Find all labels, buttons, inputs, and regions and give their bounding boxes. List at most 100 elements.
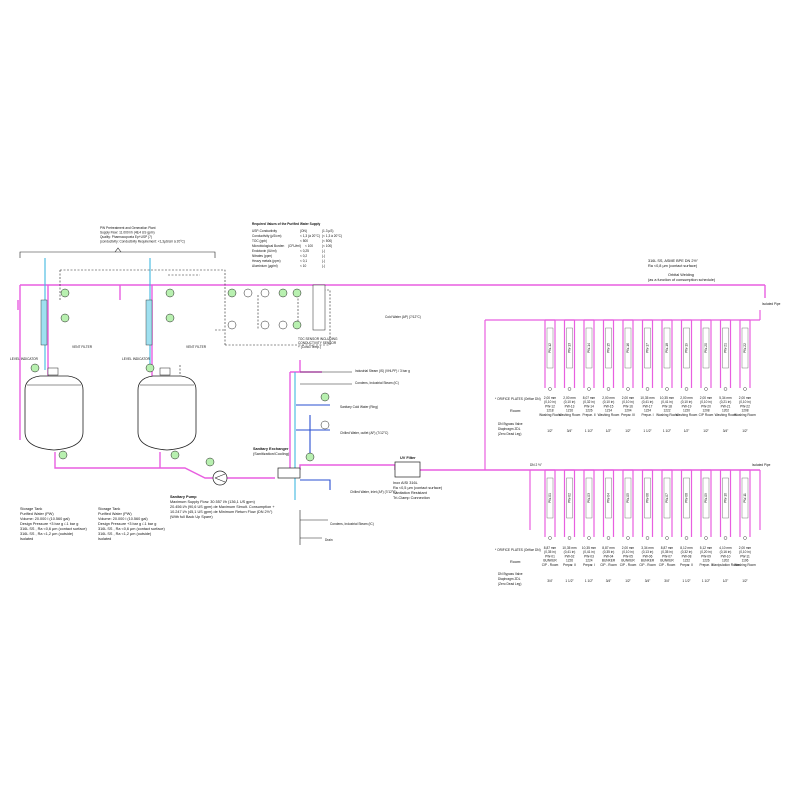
- chilled-in-label: Chilled Water, Inlet (AF) (7/12°C): [350, 490, 397, 494]
- valve-icon[interactable]: [704, 536, 708, 540]
- instrument-icon: [227, 320, 237, 330]
- tank1-line-2: Purified Water (PW): [20, 512, 54, 516]
- valve-icon[interactable]: [567, 536, 572, 540]
- valve-icon[interactable]: [743, 536, 747, 540]
- point-inch: (0,41 in): [583, 550, 595, 554]
- point-inch: (0,35 in): [661, 550, 673, 554]
- loop-pipe: [739, 319, 751, 388]
- required-values-table: Required Values of the Purified Water Su…: [252, 222, 342, 268]
- storage-tank-1[interactable]: LEVEL INDICATOR VENT FILTER: [10, 299, 93, 451]
- orbital-line-4: (as a function of consumption schedule): [648, 278, 716, 282]
- valve-icon[interactable]: [684, 387, 689, 391]
- valve-icon[interactable]: [665, 387, 669, 391]
- valve-icon[interactable]: [684, 536, 689, 540]
- valve-icon[interactable]: [723, 536, 728, 540]
- point-of-use-pw-10[interactable]: PW-104,10 mm(0,16 in)PW-101202Manipulati…: [712, 469, 740, 583]
- point-num: 1222: [683, 559, 690, 563]
- point-num: 1226: [585, 409, 592, 413]
- point-inch: (0,35 in): [544, 550, 556, 554]
- point-room: Washing Room: [656, 413, 678, 417]
- storage-tank-2[interactable]: LEVEL INDICATOR VENT FILTER: [122, 299, 207, 451]
- tag-box: [722, 327, 729, 369]
- point-num: BUNKER: [602, 559, 616, 563]
- hx-title: Sanitary Exchanger: [253, 447, 289, 451]
- point-size: 1 1/2": [565, 579, 573, 583]
- point-inch: (0,10 in): [603, 400, 615, 404]
- valve-icon[interactable]: [743, 387, 747, 391]
- req-row-8-v: < 10: [300, 264, 307, 268]
- valve-label-3: (Zero Dead Leg): [498, 432, 521, 436]
- valve-icon[interactable]: [548, 536, 552, 540]
- instrument-icon: [305, 452, 315, 462]
- tag-box: [585, 327, 593, 369]
- upper-point-labels: * ORIFICE PLATES (Orifice DN) Room: DN B…: [495, 397, 541, 436]
- room-label-upper: Room:: [510, 409, 521, 413]
- tank2-line-3: Volume: 20.000 l (10.560 gal): [98, 517, 148, 521]
- valve-icon[interactable]: [665, 536, 669, 540]
- uv-note-3: Sanitation Resistant: [393, 491, 428, 495]
- sanitary-cold-label: Sanitary Cold Water (Ring): [340, 405, 378, 409]
- heat-exchanger[interactable]: Sanitary Exchanger (Sanitization/Cooling…: [253, 447, 301, 479]
- instrument-icon: [278, 320, 288, 330]
- uv-note-1: Inox AISI 316L: [393, 481, 418, 485]
- point-room: Prepar. I: [583, 563, 595, 567]
- point-inch: (0,35 in): [603, 550, 615, 554]
- point-dn: 2,00 mm: [680, 396, 693, 400]
- vent-filter-label-2: VENT FILTER: [186, 345, 207, 349]
- point-num: 1106: [742, 559, 749, 563]
- point-dn: 10,35 mm: [640, 396, 655, 400]
- valve-icon[interactable]: [704, 387, 708, 391]
- pump-line-1: Maximum Supply Flow: 30.557 l/h (136,1 U…: [170, 500, 256, 504]
- point-tag: PW-16: [626, 343, 630, 353]
- valve-icon[interactable]: [723, 387, 728, 391]
- valve-icon[interactable]: [587, 387, 591, 391]
- point-room: Washing Room: [559, 413, 581, 417]
- orbital-line-3: Orbital Welding: [668, 273, 694, 277]
- valve-icon[interactable]: [626, 536, 630, 540]
- tag-box: [546, 477, 554, 519]
- valve-icon[interactable]: [626, 387, 630, 391]
- valve-icon[interactable]: [567, 387, 572, 391]
- point-tag: PW-18: [662, 404, 672, 408]
- point-inch: (0,16 in): [720, 550, 732, 554]
- loop-pipe: [622, 469, 634, 537]
- point-inch: (0,10 in): [739, 400, 751, 404]
- uv-filter[interactable]: UV Filter Inox AISI 316L Ra <0,5 µm (con…: [393, 456, 443, 500]
- valve-icon[interactable]: [645, 387, 650, 391]
- valve-icon[interactable]: [606, 536, 611, 540]
- instrument-icon: [227, 288, 237, 298]
- point-room: Prepar. I: [641, 413, 653, 417]
- req-row-6-v: < 0,2: [300, 254, 307, 258]
- loop-pipe: [622, 319, 634, 388]
- valve-icon[interactable]: [548, 387, 552, 391]
- point-room: Washing Room: [715, 413, 737, 417]
- valve-icon[interactable]: [587, 536, 591, 540]
- valve-icon[interactable]: [606, 387, 611, 391]
- valve-icon[interactable]: [645, 536, 650, 540]
- instrument-icon: [165, 288, 175, 298]
- vent-filter-label: VENT FILTER: [72, 345, 93, 349]
- sanitary-pump[interactable]: [205, 457, 228, 486]
- point-tag: PW-08: [682, 554, 692, 558]
